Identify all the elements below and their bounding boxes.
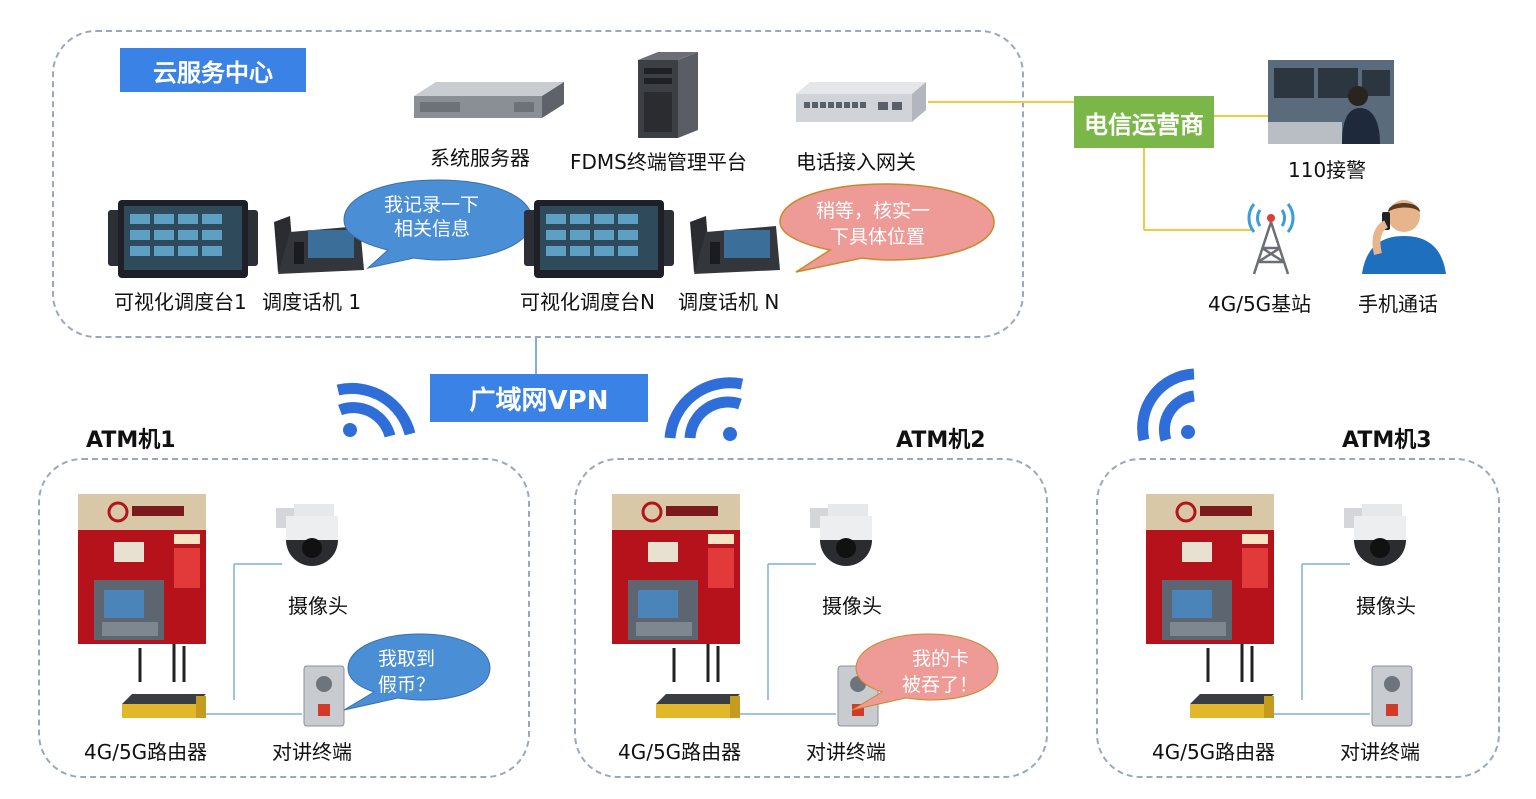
bubble-pink-line1: 稍等，核实一	[816, 200, 931, 222]
router-icon	[1190, 644, 1274, 718]
router-label: 4G/5G路由器	[1152, 740, 1276, 764]
dispatch-console-icon	[108, 200, 258, 278]
cloud-service-group	[52, 30, 1024, 338]
dispatch-console-icon	[524, 200, 674, 278]
atm2-group	[574, 458, 1048, 778]
desk-phone-icon	[690, 216, 780, 274]
atm1-group	[38, 458, 530, 778]
intercom-label: 对讲终端	[1340, 740, 1420, 764]
bubble-line1: 我的卡	[912, 648, 970, 670]
phone1-label: 调度话机 1	[262, 290, 362, 314]
wifi-signal-icon	[1137, 368, 1196, 442]
mobile-call-label: 手机通话	[1358, 292, 1438, 316]
intercom-label: 对讲终端	[806, 740, 886, 764]
bubble-line2: 假币？	[378, 674, 436, 696]
atm1-title: ATM机1	[86, 428, 176, 453]
intercom-terminal-icon	[1371, 665, 1413, 727]
base-station-icon	[1247, 203, 1295, 275]
router-icon	[122, 644, 206, 718]
gateway-icon	[796, 82, 926, 122]
atm3-group	[1096, 458, 1500, 778]
intercom-terminal-icon	[303, 665, 345, 727]
atm3-devices: 摄像头 4G/5G路由器 对讲终端	[1146, 494, 1486, 764]
atm2-devices: 摄像头 4G/5G路由器 对讲终端 我的卡 被吞了！	[612, 494, 1032, 764]
speech-bubble	[343, 633, 491, 711]
dome-camera-icon	[1344, 504, 1406, 566]
router-icon	[656, 644, 740, 718]
wan-connector-line	[535, 338, 537, 374]
wifi-signal-icon	[664, 377, 744, 441]
desk-phone-icon	[274, 216, 364, 274]
police-label: 110接警	[1288, 158, 1367, 182]
bubble-pink-line2: 下具体位置	[830, 226, 926, 248]
bubble-blue-line1: 我记录一下	[384, 194, 480, 216]
camera-label: 摄像头	[1356, 594, 1416, 618]
consoleN-label: 可视化调度台N	[520, 290, 655, 314]
console1-label: 可视化调度台1	[114, 290, 247, 314]
atm3-title: ATM机3	[1342, 428, 1432, 453]
rack-server-icon	[414, 82, 564, 118]
speech-bubble-pink	[779, 183, 995, 273]
bubble-line2: 被吞了！	[902, 674, 979, 696]
router-label: 4G/5G路由器	[84, 740, 208, 764]
mobile-caller-icon	[1362, 200, 1446, 274]
camera-label: 摄像头	[822, 594, 882, 618]
atm2-title: ATM机2	[896, 428, 986, 453]
atm-machine-icon	[78, 494, 206, 644]
router-label: 4G/5G路由器	[618, 740, 742, 764]
dome-camera-icon	[810, 504, 872, 566]
device-connection-lines	[1274, 563, 1370, 715]
tower-server-icon	[638, 52, 698, 138]
atm1-devices: 摄像头 4G/5G路由器 对讲终端 我取到 假币？	[78, 494, 518, 764]
speech-bubble	[851, 633, 999, 711]
wan-vpn-tag: 广域网VPN	[430, 374, 648, 422]
bubble-line1: 我取到	[378, 648, 436, 670]
device-connection-lines	[206, 563, 302, 715]
gateway-label: 电话接入网关	[796, 150, 916, 174]
intercom-label: 对讲终端	[272, 740, 352, 764]
atm-machine-icon	[612, 494, 740, 644]
phoneN-label: 调度话机 N	[678, 290, 780, 314]
device-connection-lines	[740, 563, 836, 715]
system-server-label: 系统服务器	[430, 146, 530, 170]
fdms-label: FDMS终端管理平台	[570, 150, 747, 174]
base-station-label: 4G/5G基站	[1208, 292, 1312, 316]
speech-bubble-blue	[343, 179, 533, 269]
wifi-signal-icon	[336, 382, 416, 438]
camera-label: 摄像头	[288, 594, 348, 618]
telecom-operator-tag: 电信运营商	[1074, 96, 1214, 148]
bubble-blue-line2: 相关信息	[394, 218, 471, 240]
atm-machine-icon	[1146, 494, 1274, 644]
telecom-connection-lines	[928, 101, 1268, 231]
dome-camera-icon	[276, 504, 338, 566]
police-operator-icon	[1268, 60, 1394, 144]
cloud-service-title: 云服务中心	[120, 48, 306, 92]
